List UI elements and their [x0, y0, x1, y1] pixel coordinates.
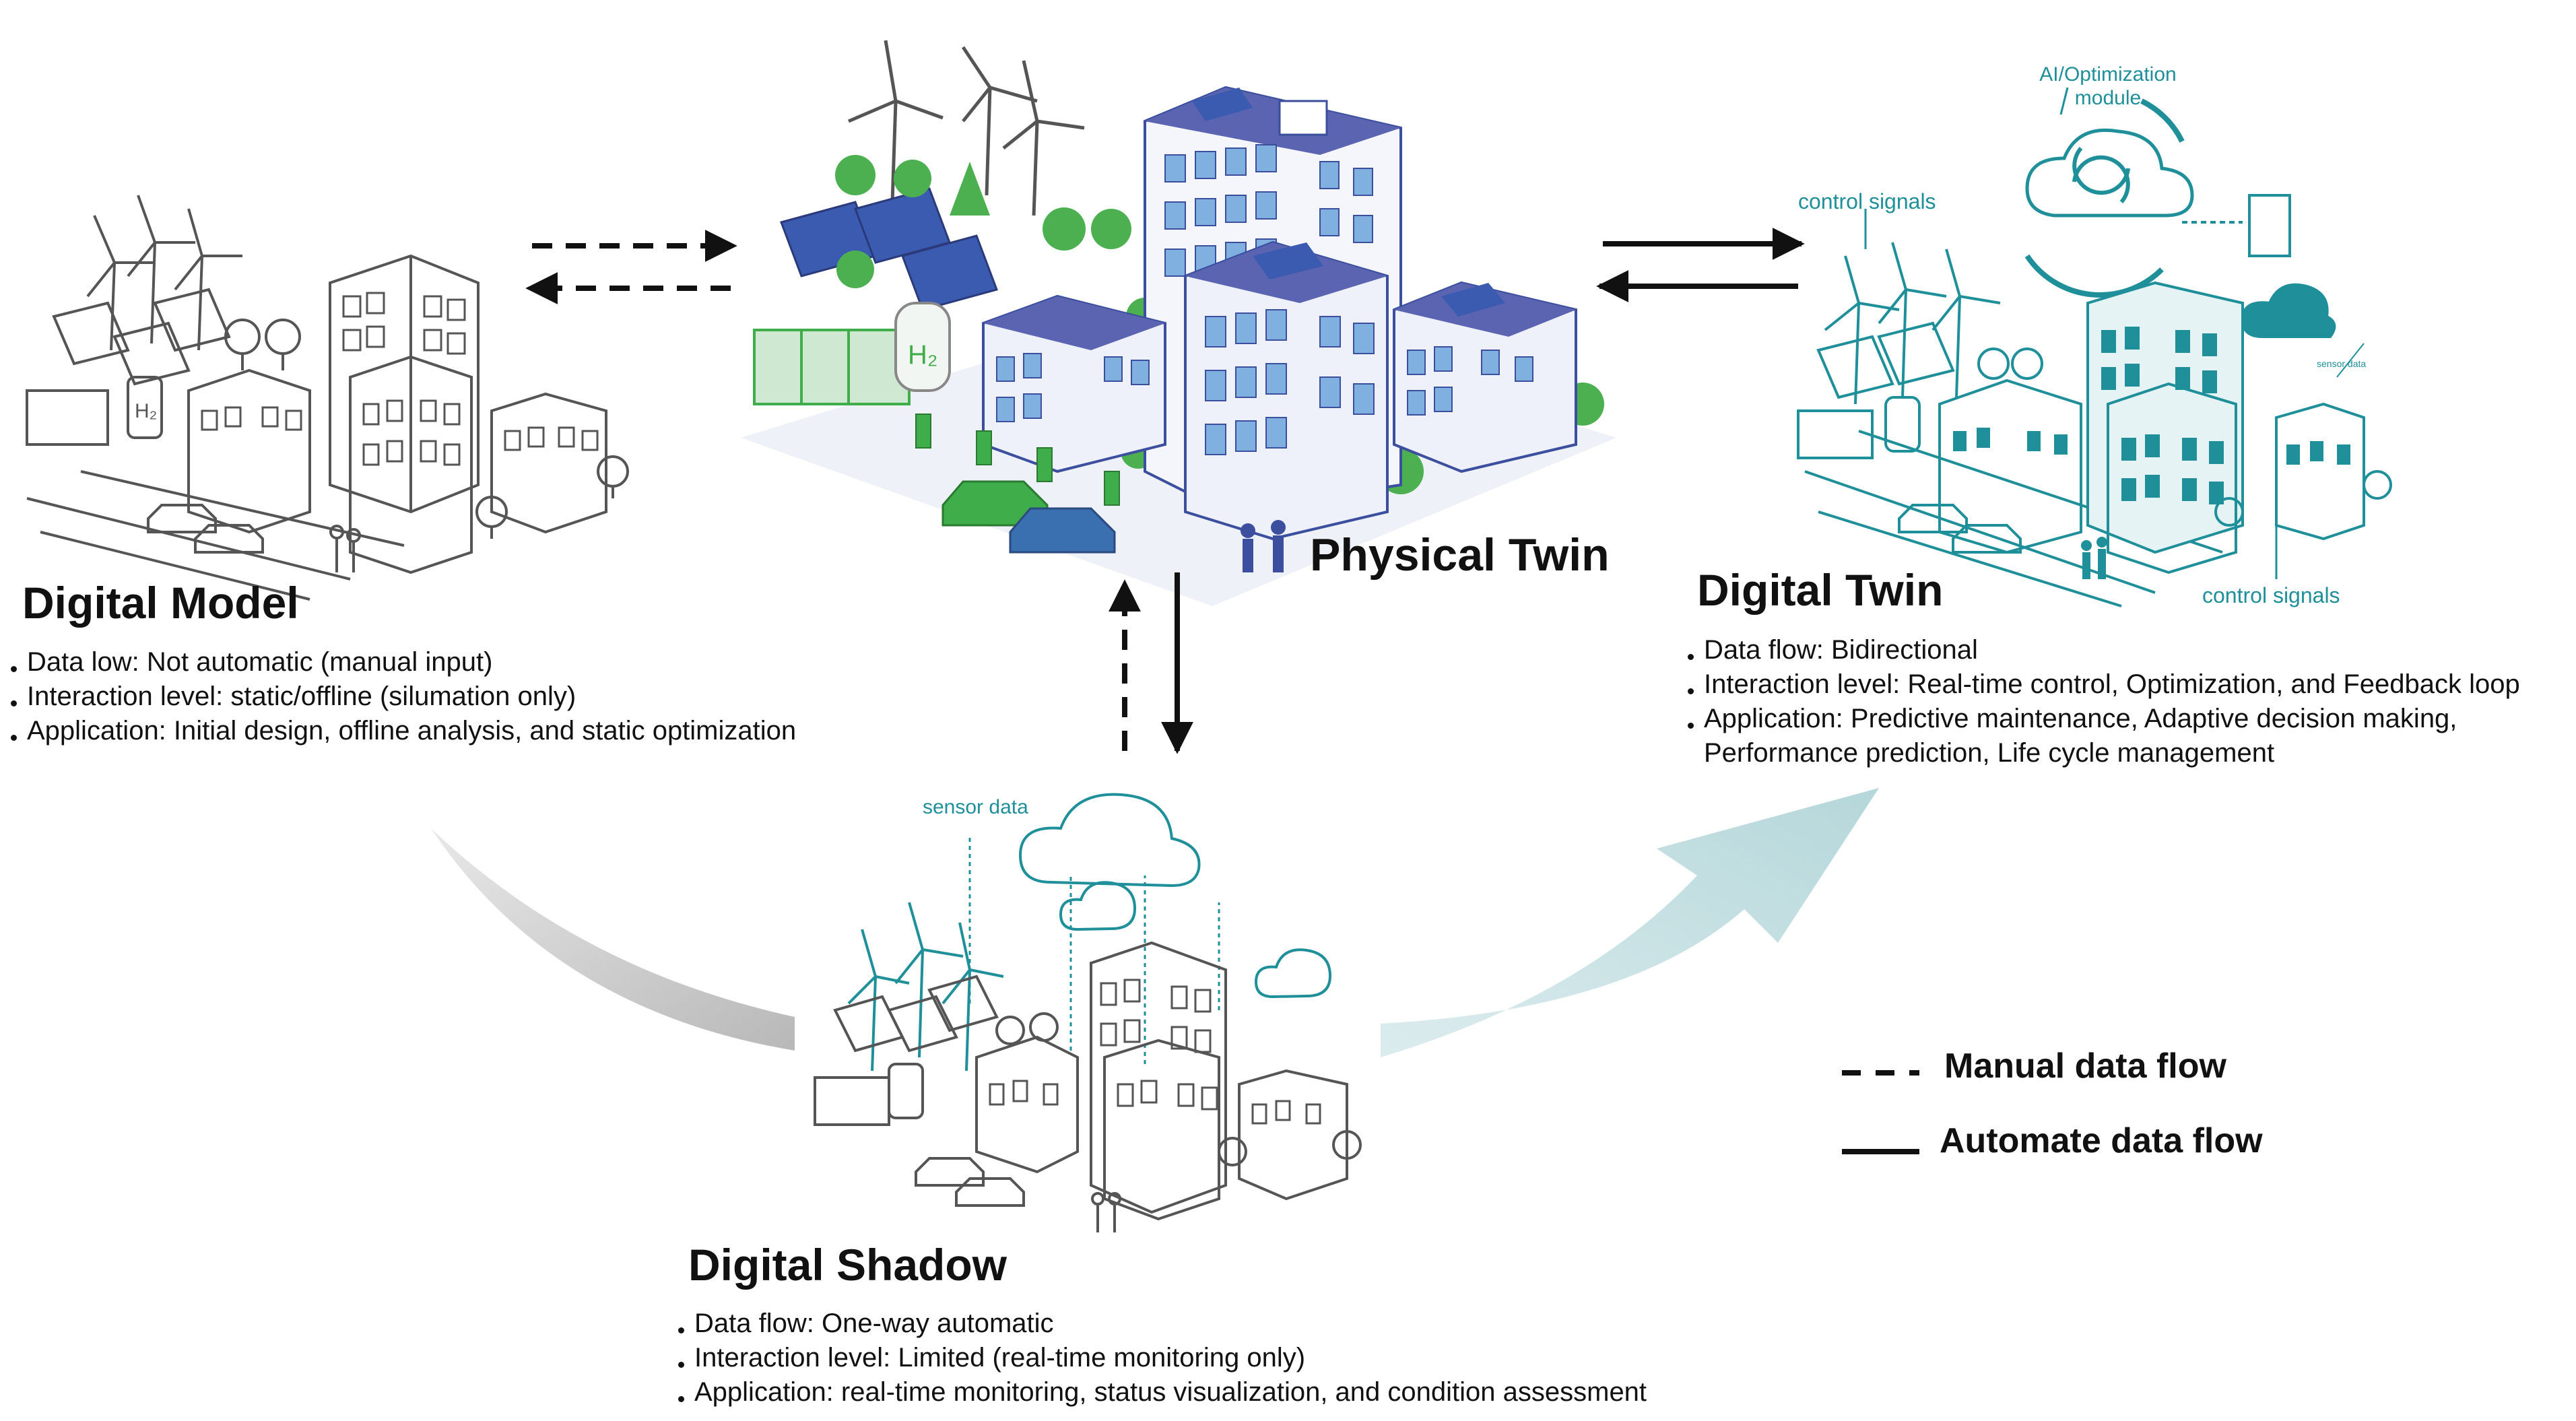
- h2-label: H₂: [908, 340, 937, 370]
- electric-car-icon: [1009, 507, 1116, 554]
- svg-text:H₂: H₂: [135, 400, 157, 422]
- solar-panel-icon: [52, 288, 231, 386]
- physical-twin-illustration: H₂: [741, 40, 1616, 606]
- wind-turbine-icon: [86, 195, 242, 351]
- control-signals-label-top: control signals: [1798, 189, 1936, 213]
- cloud-icon: [1254, 948, 1332, 999]
- digital-twin-title: Digital Twin: [1697, 565, 1944, 615]
- digital-model-title: Digital Model: [22, 578, 299, 628]
- digital-shadow-bullet: Application: real-time monitoring, statu…: [675, 1375, 1647, 1410]
- ai-module-label-line2: module: [2075, 87, 2141, 109]
- digital-shadow-illustration: [814, 793, 1362, 1232]
- legend-manual-label: Manual data flow: [1944, 1047, 2226, 1086]
- digital-model-bullets: Data low: Not automatic (manual input) I…: [8, 645, 796, 748]
- ai-cloud-icon: [2025, 128, 2194, 218]
- digital-model-bullet: Application: Initial design, offline ana…: [8, 714, 796, 748]
- digital-twin-bullet-continuation: Performance prediction, Life cycle manag…: [1704, 738, 2275, 768]
- digital-shadow-bullet: Interaction level: Limited (real-time mo…: [675, 1341, 1647, 1375]
- wind-turbine-icon: [848, 40, 1085, 216]
- flow-arrows: [525, 228, 1805, 754]
- ai-module-label: AI/Optimization: [2039, 63, 2176, 86]
- electric-car-icon: [942, 480, 1049, 527]
- digital-shadow-bullet: Data flow: One-way automatic: [675, 1307, 1647, 1341]
- sensor-data-label: sensor data: [923, 796, 1028, 818]
- legend: [1842, 1070, 1919, 1154]
- digital-shadow-bullets: Data flow: One-way automatic Interaction…: [675, 1307, 1647, 1410]
- digital-model-bullet: Data low: Not automatic (manual input): [8, 645, 796, 680]
- wind-turbine-icon: [847, 902, 1004, 1071]
- legend-automate-label: Automate data flow: [1940, 1121, 2263, 1160]
- digital-twin-bullets: Data flow: Bidirectional Interaction lev…: [1685, 633, 2520, 770]
- digital-model-bullet: Interaction level: static/offline (silum…: [8, 680, 796, 714]
- digital-twin-bullet: Data flow: Bidirectional: [1685, 633, 2520, 667]
- digital-model-illustration: H₂: [26, 195, 629, 601]
- cloud-icon: [2241, 283, 2336, 338]
- progression-arrow-right: [1381, 788, 1879, 1057]
- digital-twin-bullet: Application: Predictive maintenance, Ada…: [1685, 702, 2520, 736]
- digital-shadow-title: Digital Shadow: [688, 1240, 1008, 1290]
- progression-arc-left: [431, 828, 795, 1051]
- control-signals-label-bottom: control signals: [2202, 583, 2340, 607]
- building-icon: [187, 254, 607, 574]
- digital-twin-illustration: [1797, 87, 2392, 607]
- cloud-icon: [1059, 881, 1137, 931]
- cloud-icon: [1018, 793, 1201, 888]
- digital-twin-bullet: Interaction level: Real-time control, Op…: [1685, 667, 2520, 702]
- sensor-data-small-label: sensor data: [2317, 358, 2366, 369]
- wind-turbine-icon: [1824, 242, 2001, 405]
- physical-twin-title: Physical Twin: [1310, 529, 1610, 581]
